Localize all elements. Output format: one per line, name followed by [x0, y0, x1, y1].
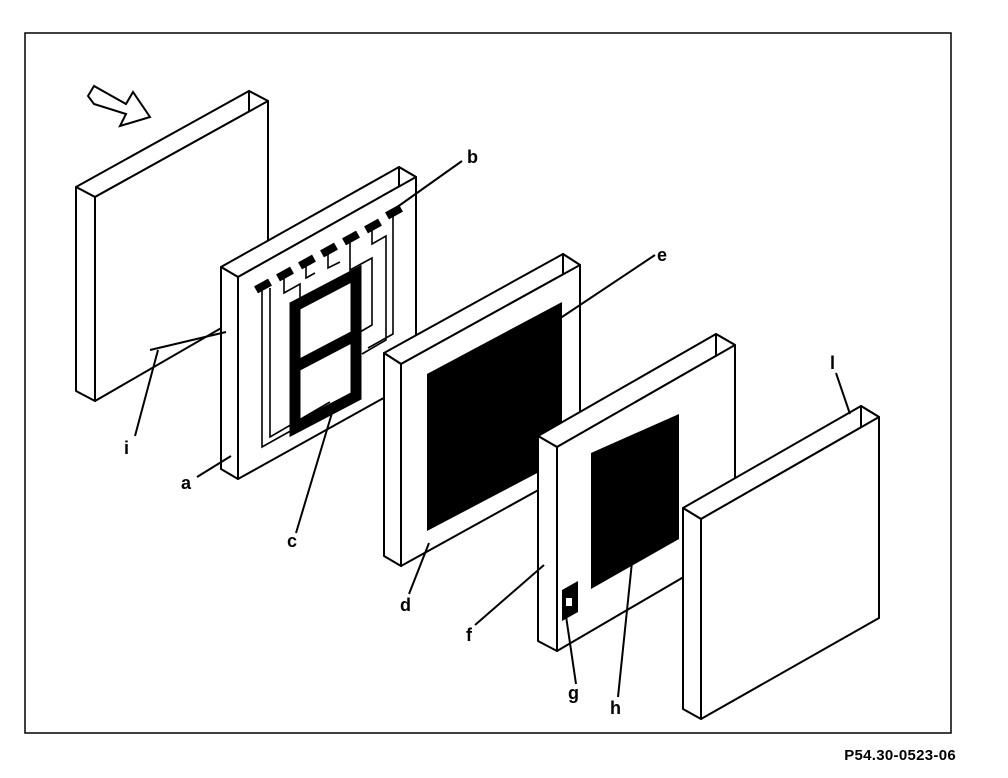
leader-i-ext: [149, 331, 227, 351]
leader-d: [408, 542, 430, 595]
label-a: a: [181, 473, 192, 493]
leader-c: [295, 402, 336, 534]
leader-g: [565, 615, 577, 685]
label-h: h: [610, 698, 621, 718]
leader-a: [196, 455, 232, 478]
label-g: g: [568, 683, 579, 703]
panel-a: [220, 166, 417, 480]
label-l: l: [830, 353, 835, 373]
diagram-border: [24, 32, 952, 734]
electrode-pattern: [254, 204, 403, 449]
label-i: i: [124, 438, 129, 458]
leader-i: [134, 349, 159, 437]
leader-f: [474, 564, 545, 626]
label-e: e: [657, 245, 667, 265]
leader-lines: [134, 160, 851, 698]
leader-b: [392, 160, 463, 211]
tab-g: [562, 581, 578, 621]
figure-code: P54.30-0523-06: [844, 747, 956, 764]
label-d: d: [400, 595, 411, 615]
direction-arrow-icon: [86, 84, 152, 128]
label-b: b: [467, 147, 478, 167]
label-c: c: [287, 531, 297, 551]
panel-d-window: [427, 302, 562, 531]
leader-h: [617, 532, 636, 698]
label-f: f: [466, 625, 473, 645]
leader-e: [540, 254, 656, 332]
panel-l: [682, 405, 880, 720]
panel-h-window: [591, 414, 679, 589]
leader-l: [835, 372, 851, 415]
